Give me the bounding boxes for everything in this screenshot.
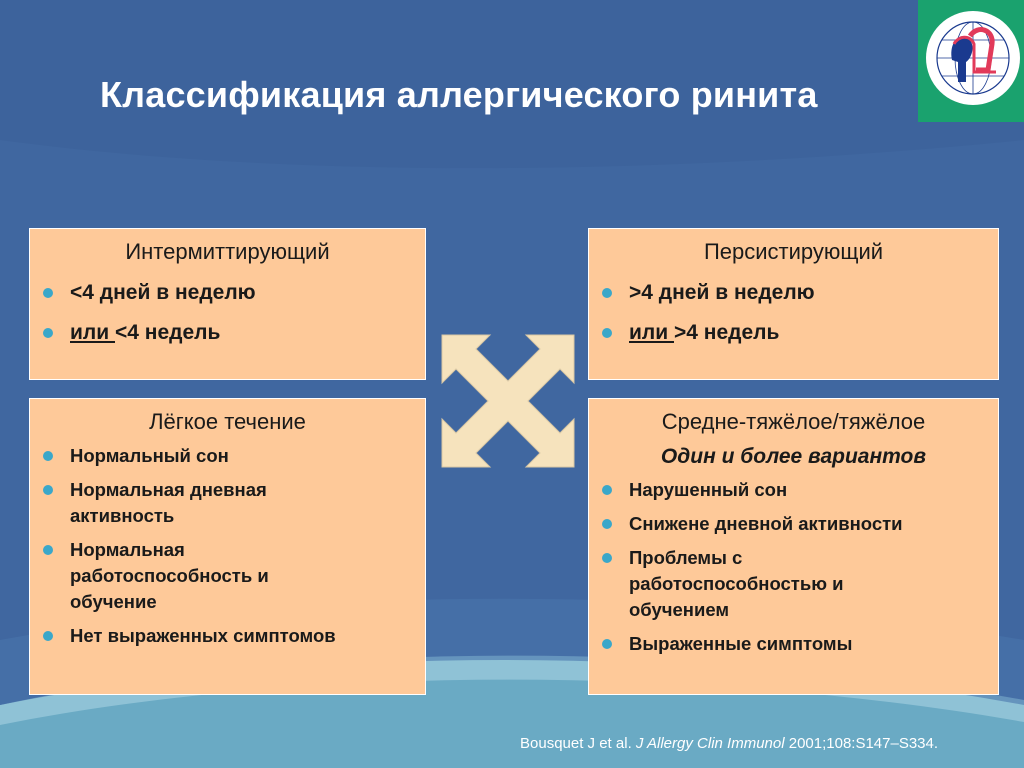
severe-subheading: Один и более вариантов — [660, 445, 927, 468]
citation-journal: J Allergy Clin Immunol — [635, 735, 785, 752]
list-item: Нарушенный сон — [589, 477, 998, 503]
list-item: или >4 недель — [589, 321, 998, 345]
list-item: Снижене дневной активности — [589, 511, 998, 537]
mild-box: Лёгкое течение Нормальный сон Нормальная… — [29, 398, 426, 695]
mild-list: Нормальный сон Нормальная дневная активн… — [30, 443, 425, 649]
citation: Bousquet J et al. J Allergy Clin Immunol… — [520, 735, 938, 752]
four-way-arrow-icon — [441, 334, 575, 468]
persistent-box: Персистирующий >4 дней в неделю или >4 н… — [588, 228, 999, 380]
slide-title: Классификация аллергического ринита — [100, 74, 818, 115]
item-text: <4 дней в неделю — [70, 281, 256, 304]
mild-heading: Лёгкое течение — [149, 409, 306, 434]
list-item: Нормальная дневная активность — [30, 477, 425, 529]
intermittent-list: <4 дней в неделю или <4 недель — [30, 281, 425, 345]
list-item: Проблемы с работоспособностью и обучение… — [589, 545, 998, 623]
item-prefix: или — [629, 321, 674, 344]
intermittent-heading: Интермиттирующий — [125, 239, 330, 264]
severe-heading: Средне-тяжёлое/тяжёлое — [661, 409, 926, 434]
severe-list: Нарушенный сон Снижене дневной активност… — [589, 477, 998, 657]
item-prefix: или — [70, 321, 115, 344]
list-item: Выраженные симптомы — [589, 631, 998, 657]
citation-authors: Bousquet J et al. — [520, 735, 636, 752]
persistent-list: >4 дней в неделю или >4 недель — [589, 281, 998, 345]
persistent-heading: Персистирующий — [703, 239, 884, 264]
list-item: <4 дней в неделю — [30, 281, 425, 305]
item-text: >4 дней в неделю — [629, 281, 815, 304]
allergic-rhinitis-logo — [918, 0, 1024, 122]
item-text: >4 недель — [674, 321, 780, 344]
list-item: Нормальная работоспособность и обучение — [30, 537, 425, 615]
severe-box: Средне-тяжёлое/тяжёлое Один и более вари… — [588, 398, 999, 695]
list-item: Нормальный сон — [30, 443, 425, 469]
intermittent-box: Интермиттирующий <4 дней в неделю или <4… — [29, 228, 426, 380]
list-item: или <4 недель — [30, 321, 425, 345]
item-text: <4 недель — [115, 321, 221, 344]
list-item: >4 дней в неделю — [589, 281, 998, 305]
list-item: Нет выраженных симптомов — [30, 623, 425, 649]
citation-details: 2001;108:S147–S334. — [784, 735, 939, 752]
